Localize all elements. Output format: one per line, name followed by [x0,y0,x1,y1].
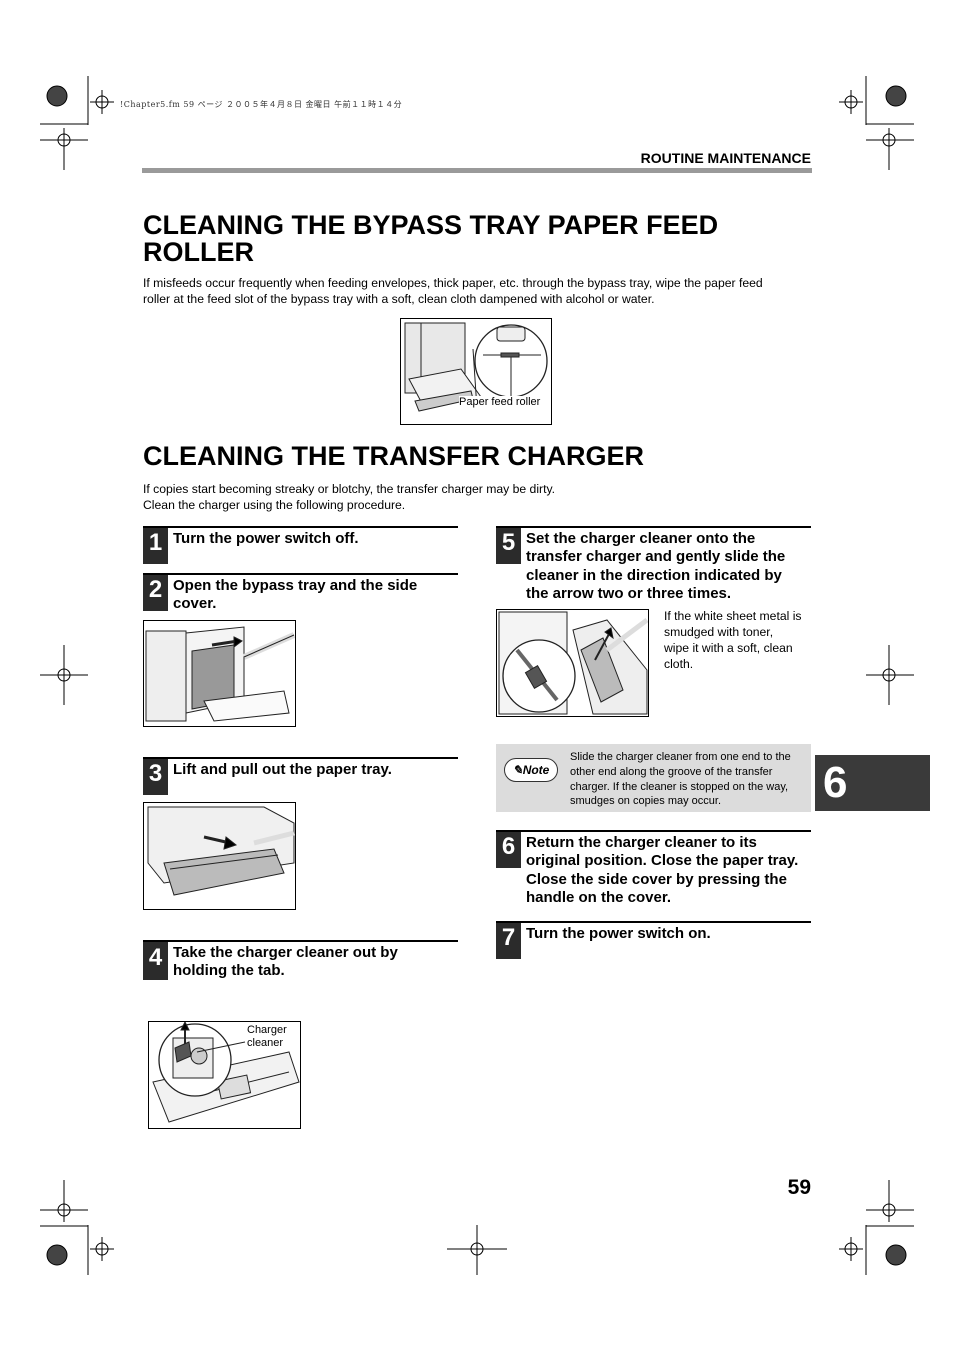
step-title: Set the charger cleaner onto the transfe… [526,530,786,602]
page-number: 59 [787,1176,811,1199]
step-4: 4 Take the charger cleaner out by holdin… [143,940,458,982]
step-1: 1 Turn the power switch off. [143,526,458,566]
step-number: 6 [496,832,521,868]
step-title: Turn the power switch on. [526,925,711,942]
pull-out-paper-tray-figure [143,802,296,910]
note-text: Slide the charger cleaner from one end t… [570,751,791,808]
open-side-cover-figure [143,620,296,727]
section-title-bypass-roller: CLEANING THE BYPASS TRAY PAPER FEED ROLL… [143,210,719,267]
note-box: ✎Note Slide the charger cleaner from one… [496,744,811,812]
step-5: 5 Set the charger cleaner onto the trans… [496,526,811,606]
header-rule [142,168,812,173]
note-badge: ✎Note [504,758,558,782]
chapter-tab: 6 [815,755,930,811]
charger-cleaner-figure: Charger cleaner [148,1021,301,1129]
file-info: !Chapter5.fm 59 ページ ２００５年４月８日 金曜日 午前１１時１… [120,100,403,109]
section-label: ROUTINE MAINTENANCE [640,150,811,166]
step-2: 2 Open the bypass tray and the side cove… [143,573,458,613]
charger-cleaner-callout: Charger cleaner [247,1024,287,1050]
paper-feed-roller-figure: Paper feed roller [400,318,552,425]
pencil-icon: ✎ [512,763,523,777]
step-number: 1 [143,528,168,564]
step-title: Turn the power switch off. [173,530,359,547]
step-number: 5 [496,528,521,564]
section2-body: If copies start becoming streaky or blot… [143,482,556,512]
step-title: Return the charger cleaner to its origin… [526,834,799,906]
step-number: 4 [143,942,168,980]
step-number: 2 [143,575,168,611]
paper-feed-roller-callout: Paper feed roller [459,396,541,409]
step-6: 6 Return the charger cleaner to its orig… [496,830,811,910]
step-3: 3 Lift and pull out the paper tray. [143,757,458,797]
step-5-side-note: If the white sheet metal is smudged with… [664,609,802,671]
transfer-charger-cleaning-figure [496,609,649,717]
step-title: Open the bypass tray and the side cover. [173,577,418,613]
step-7: 7 Turn the power switch on. [496,921,811,961]
step-number: 3 [143,759,168,795]
section1-body: If misfeeds occur frequently when feedin… [143,276,763,306]
section-title-transfer-charger: CLEANING THE TRANSFER CHARGER [143,441,645,471]
machine-illustration [404,322,548,412]
step-title: Lift and pull out the paper tray. [173,761,392,778]
step-number: 7 [496,923,521,959]
step-title: Take the charger cleaner out by holding … [173,944,398,980]
